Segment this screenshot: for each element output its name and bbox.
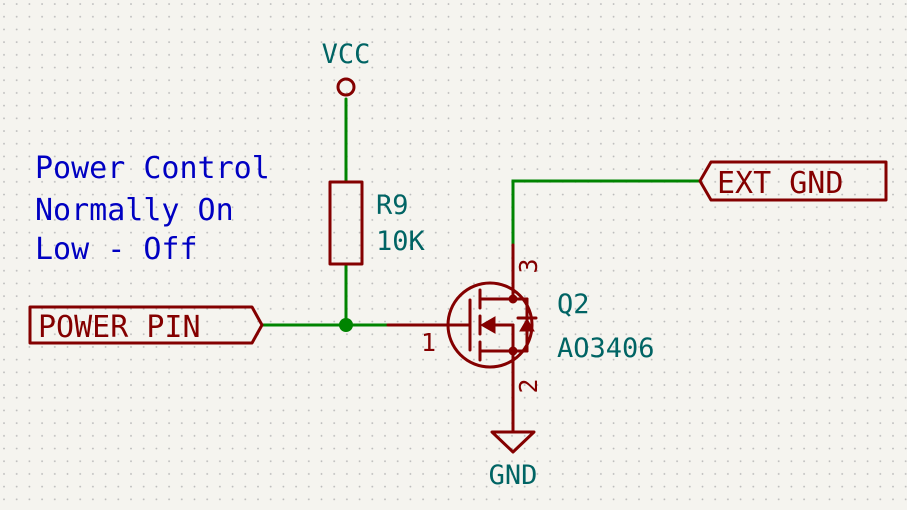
note-line-3: Low - Off — [35, 232, 198, 267]
resistor-r9[interactable]: R9 10K — [328, 180, 426, 266]
schematic-note: Power Control Normally On Low - Off — [35, 151, 270, 267]
pin-gate-number: 1 — [421, 328, 436, 357]
vcc-circle-icon — [336, 77, 356, 97]
gnd-power-symbol[interactable]: GND — [489, 398, 538, 491]
q2-value: AO3406 — [557, 333, 655, 364]
ext-gnd-label-text: EXT_GND — [717, 166, 843, 201]
ground-triangle-icon — [490, 430, 536, 454]
power-pin-net-label[interactable]: POWER_PIN — [28, 305, 264, 345]
vcc-label: VCC — [322, 39, 371, 70]
r9-value: 10K — [376, 226, 426, 257]
mosfet-arrow-icon — [479, 316, 496, 334]
vcc-power-symbol[interactable]: VCC — [322, 39, 371, 97]
q2-reference: Q2 — [557, 289, 590, 320]
note-line-1: Power Control — [35, 151, 270, 186]
mosfet-q2[interactable]: Q2 AO3406 1 3 2 — [386, 243, 655, 402]
wire-junction — [339, 318, 353, 332]
resistor-body-icon — [328, 180, 364, 266]
output-label-arrow-icon — [698, 160, 888, 202]
body-diode-icon — [519, 318, 535, 332]
pin-source-number: 2 — [514, 378, 543, 393]
wires — [260, 97, 702, 327]
ext-gnd-net-label[interactable]: EXT_GND — [698, 160, 888, 202]
note-line-2: Normally On — [35, 193, 234, 228]
gnd-label: GND — [489, 460, 538, 491]
power-pin-label-text: POWER_PIN — [38, 310, 201, 345]
input-label-arrow-icon — [28, 305, 264, 345]
pin-drain-number: 3 — [514, 258, 543, 273]
r9-reference: R9 — [376, 190, 409, 221]
wire-drain-to-ext-gnd[interactable] — [511, 179, 702, 247]
